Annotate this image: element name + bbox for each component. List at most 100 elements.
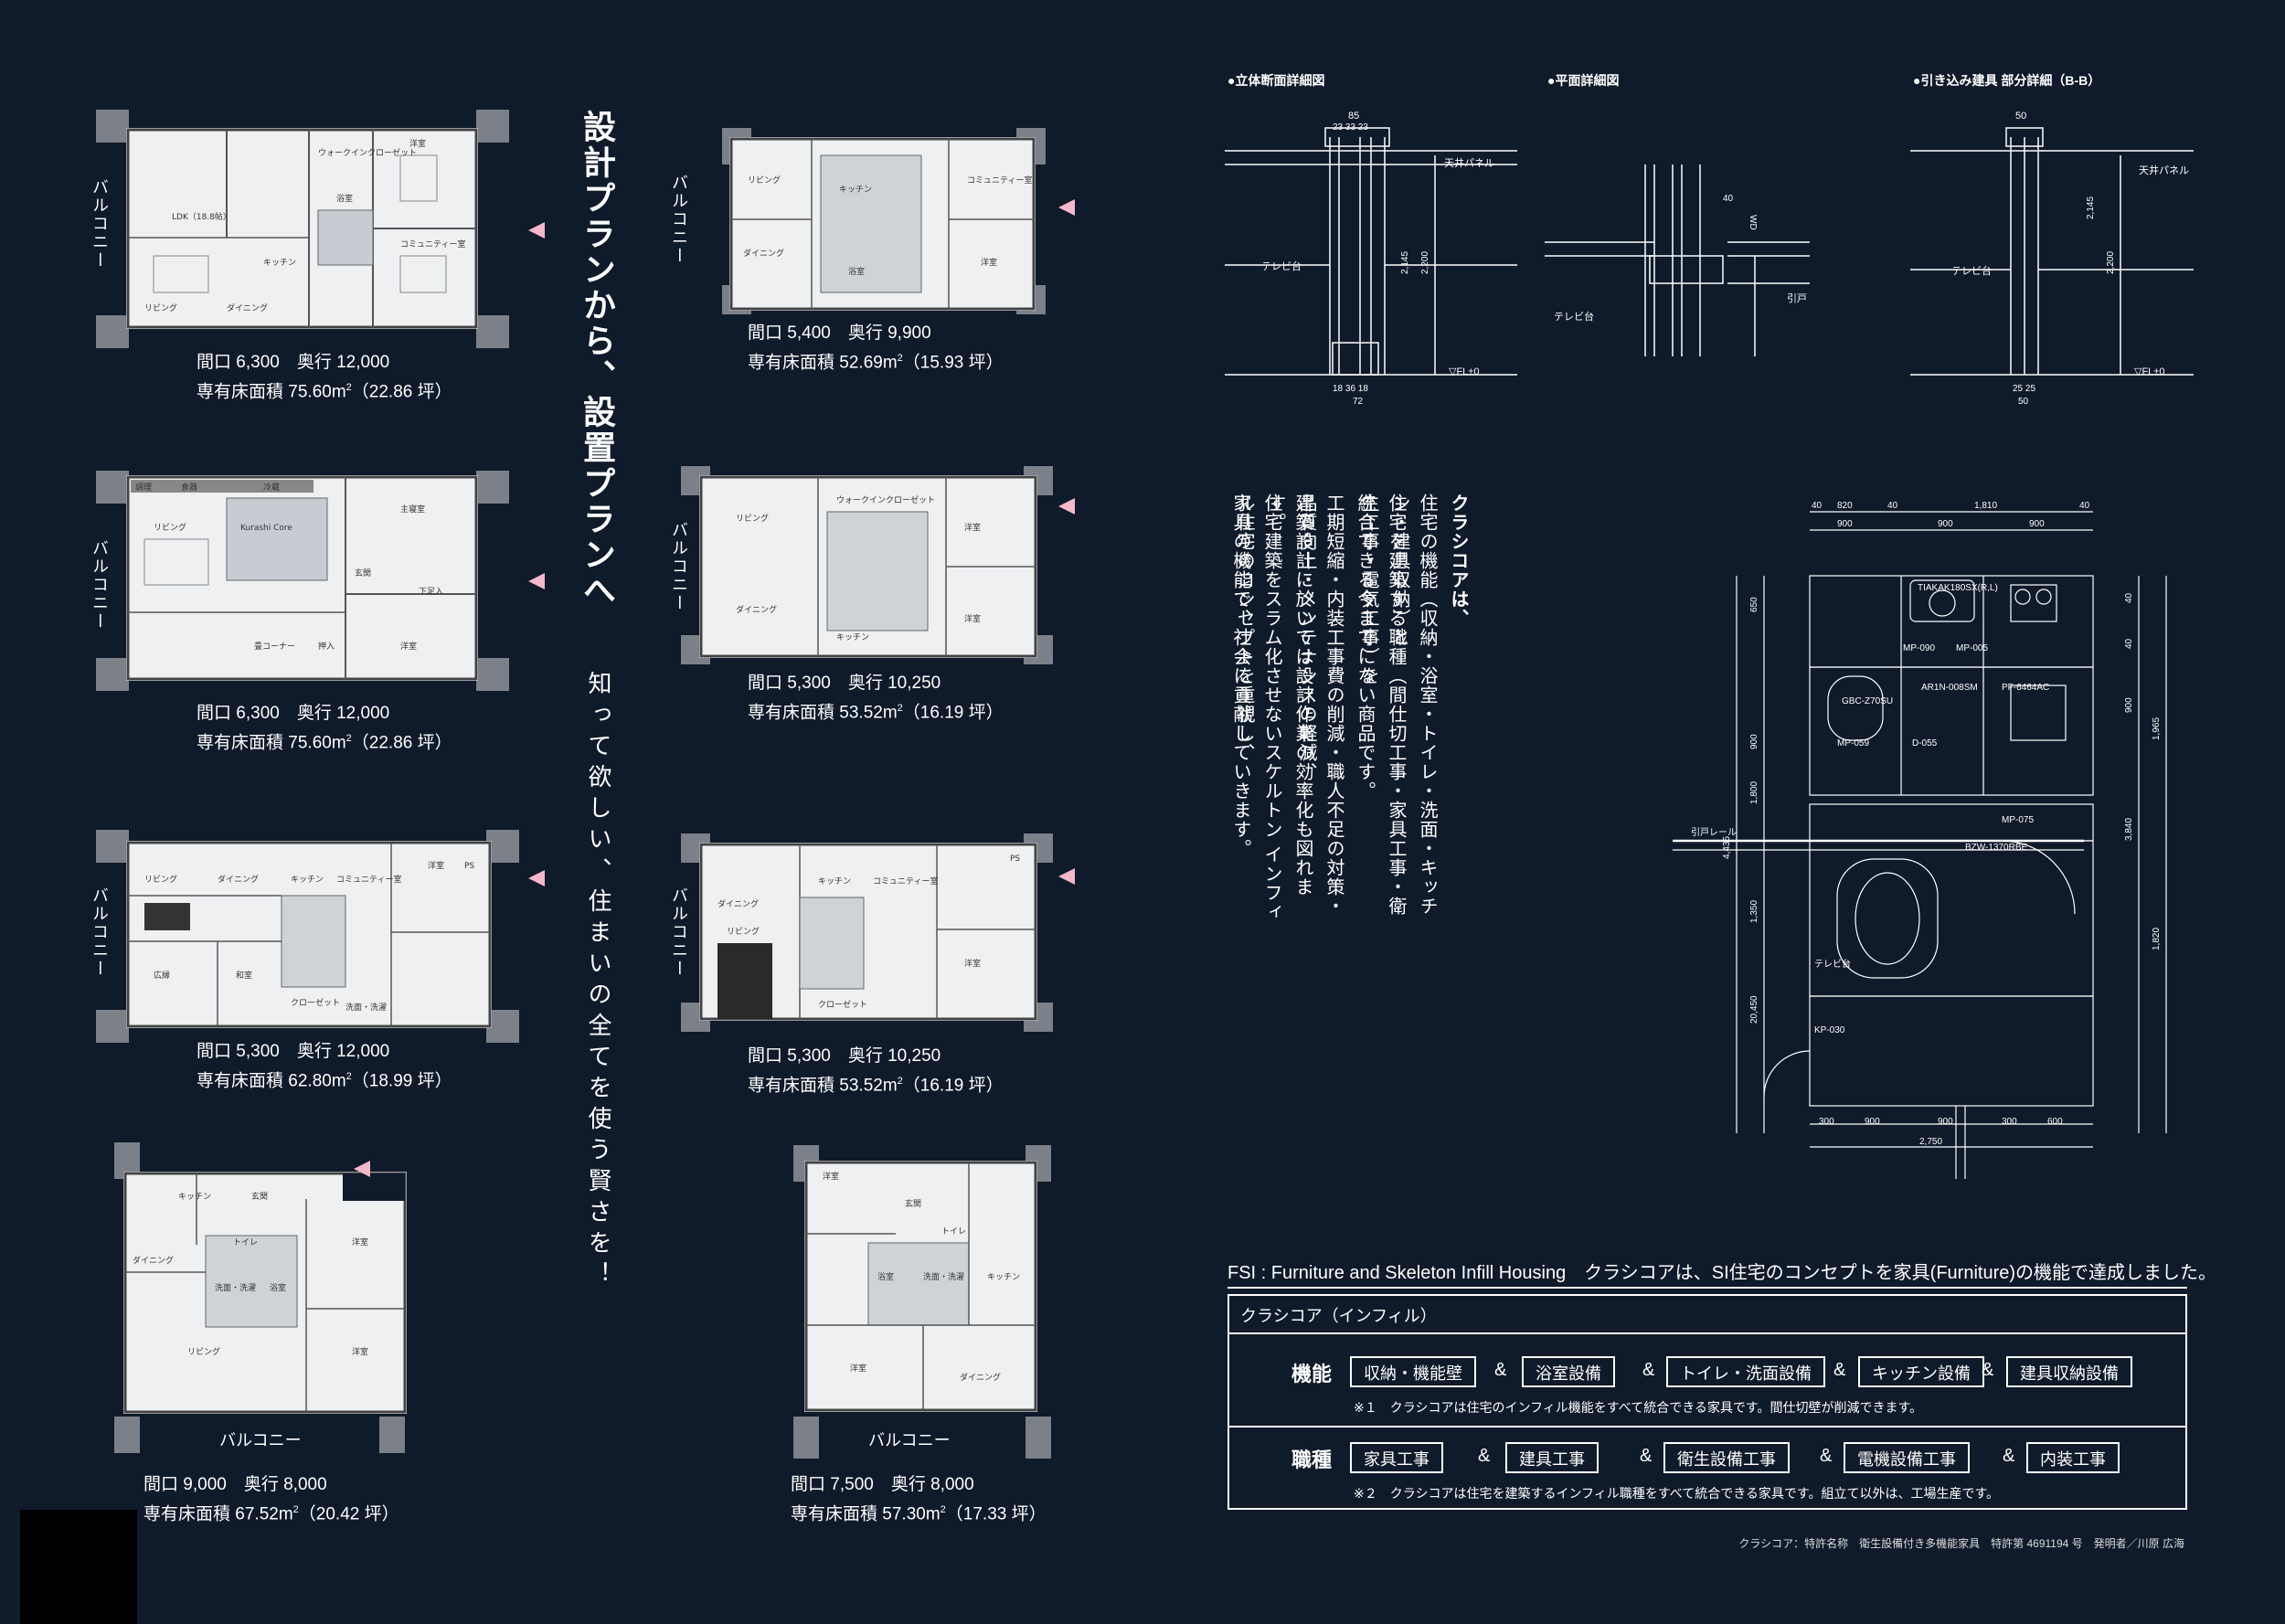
room-living: リビング <box>748 175 781 186</box>
room-kitchen: キッチン <box>818 876 851 886</box>
svg-text:900: 900 <box>1837 519 1853 529</box>
ceiling-panel-label: 天井パネル <box>1444 156 1494 169</box>
svg-text:2,750: 2,750 <box>1919 1137 1942 1147</box>
svg-text:1,810: 1,810 <box>1974 501 1997 511</box>
plan-4-dims: 間口 5,300 奥行 10,250 <box>748 674 941 693</box>
note-2: ※２ クラシコアは住宅を建築するインフィル職種をすべて統合できる家具です。組立て… <box>1354 1486 2000 1501</box>
concept-line-2: 住宅を建築する職種（間仕切工事・家具工事・衛生工事・電気工事）を <box>1358 494 1406 916</box>
pillar <box>486 830 519 863</box>
fl-label: ▽FL±0 <box>2134 366 2164 377</box>
room-kitchen: キッチン <box>839 185 872 195</box>
pillar <box>486 1010 519 1043</box>
pillar <box>114 1417 140 1453</box>
concept-block: クラシコアは、 住宅の機能（収納・浴室・トイレ・洗面・キッチン・建具収納）と 住… <box>1225 494 1472 923</box>
room-kurashi-core: Kurashi Core <box>240 524 292 533</box>
svg-text:MP-075: MP-075 <box>2002 815 2034 825</box>
svg-text:1,800: 1,800 <box>1749 781 1759 804</box>
plan-6-dims: 間口 5,300 奥行 10,250 <box>748 1046 941 1066</box>
plan-1-area: 専有床面積 75.60m2（22.86 坪） <box>197 382 452 402</box>
room-living: リビング <box>144 303 177 313</box>
plan-8-area: 専有床面積 57.30m2（17.33 坪） <box>791 1504 1047 1524</box>
pillar <box>379 1417 405 1453</box>
patent-note: クラシコア：特許名称 衛生設備付き多機能家具 特許第 4691194 号 発明者… <box>1738 1537 2184 1550</box>
room-oshiire: 押入 <box>318 641 335 652</box>
room-washroom: 洗面・洗濯 <box>923 1271 964 1282</box>
room-community: コミュニティー室 <box>400 239 465 249</box>
tv-stand-label: テレビ台 <box>1951 264 1992 277</box>
function-item-fittings: 建具収納設備 <box>2006 1356 2132 1387</box>
balcony-label: バルコニー <box>219 1431 302 1449</box>
floor-plan-4: リビング ダイニング ウォークインクローゼット キッチン 洋室 洋室 <box>699 475 1037 658</box>
entrance-arrow <box>528 222 545 239</box>
room-community: コミュニティー室 <box>873 876 938 886</box>
pillar <box>476 315 509 348</box>
room-western: 洋室 <box>400 641 417 652</box>
plan-5-dims: 間口 5,300 奥行 12,000 <box>197 1042 390 1061</box>
svg-text:MP-059: MP-059 <box>1837 738 1869 748</box>
concept-line-4: 工期短縮・内装工事費の削減・職人不足の対策・品質向上・メンテナンスの軽減、 <box>1296 494 1344 916</box>
pillar <box>793 1417 819 1459</box>
svg-text:40: 40 <box>2124 592 2134 603</box>
room-western-2: 洋室 <box>850 1363 866 1374</box>
dim-2145: 2,145 <box>1400 251 1410 274</box>
room-western: 洋室 <box>428 860 444 871</box>
trade-item-furniture: 家具工事 <box>1350 1442 1443 1473</box>
svg-text:KP-030: KP-030 <box>1814 1025 1845 1035</box>
pillar <box>476 110 509 143</box>
room-kitchen: キッチン <box>178 1192 211 1202</box>
room-main-bedroom: 主寝室 <box>400 504 425 515</box>
balcony-label: バルコニー <box>90 539 109 631</box>
dim-72: 72 <box>1353 397 1364 407</box>
room-dining: ダイニング <box>717 898 759 909</box>
svg-text:650: 650 <box>1749 597 1759 612</box>
room-kitchen: キッチン <box>836 632 869 642</box>
svg-text:MP-090: MP-090 <box>1903 643 1935 653</box>
trade-item-fittings: 建具工事 <box>1505 1442 1599 1473</box>
room-tatami: 畳コーナー <box>254 642 295 652</box>
dim-wd: WD <box>1748 215 1758 230</box>
note-1: ※１ クラシコアは住宅のインフィル機能をすべて統合できる家具です。間仕切壁が削減… <box>1354 1400 1923 1415</box>
pillar <box>476 471 509 504</box>
detail-section-1: 85 23 33 23 天井パネル テレビ台 ▽FL±0 18 36 18 72… <box>1225 101 1517 411</box>
room-kitchen: キッチン <box>291 875 324 885</box>
dim-23-33-23: 23 33 23 <box>1333 122 1368 133</box>
plan-8-dims: 間口 7,500 奥行 8,000 <box>791 1475 974 1494</box>
section-title-vertical: ●立体断面詳細図 <box>1228 73 1325 88</box>
fsi-subtitle: クラシコア（インフィル） <box>1240 1307 1437 1325</box>
ceiling-panel-label: 天井パネル <box>2139 164 2189 176</box>
plan-7-dims: 間口 9,000 奥行 8,000 <box>143 1475 327 1494</box>
svg-text:4,435: 4,435 <box>1722 836 1732 859</box>
svg-text:900: 900 <box>1749 734 1759 749</box>
svg-text:20,450: 20,450 <box>1749 995 1759 1024</box>
trade-item-interior: 内装工事 <box>2026 1442 2120 1473</box>
room-bath: 浴室 <box>848 266 865 277</box>
svg-text:3,840: 3,840 <box>2124 818 2134 841</box>
entrance-arrow <box>354 1161 370 1177</box>
room-walkin: ウォークインクローゼット <box>318 147 417 158</box>
concept-line-1: 住宅の機能（収納・浴室・トイレ・洗面・キッチン・建具収納）と <box>1389 494 1437 916</box>
concept-line-7: 家具の機能で、社会に貢献していきます。 <box>1230 494 1250 858</box>
kurashi-core-plan-drawing: 40 820 40 1,810 40 900 900 900 TIAKAK180… <box>1572 494 2194 1188</box>
svg-text:900: 900 <box>2029 519 2045 529</box>
room-community: コミュニティー室 <box>336 874 401 885</box>
room-kitchen: キッチン <box>263 258 296 268</box>
concept-line-3: 統合できる今までにない商品です。 <box>1355 494 1375 801</box>
svg-text:AR1N-008SM: AR1N-008SM <box>1921 683 1978 693</box>
floor-plan-8: 洋室 玄関 トイレ 浴室 洗面・洗濯 キッチン 洋室 ダイニング <box>804 1161 1037 1412</box>
tv-stand-label: テレビ台 <box>1261 260 1302 272</box>
fsi-table: クラシコア（インフィル） 機能 収納・機能壁 & 浴室設備 & トイレ・洗面設備… <box>1228 1294 2187 1510</box>
floor-plan-2: リビング ダイニング キッチン コミュニティー室 洋室 浴室 <box>729 137 1036 311</box>
room-western: 洋室 <box>352 1237 368 1247</box>
pillar <box>96 658 129 691</box>
room-kitchen: キッチン <box>987 1272 1020 1282</box>
dim-85: 85 <box>1348 111 1359 122</box>
concept-line-6: 住宅建築をスラム化させないスケルトン インフィル住宅のコンセプトを重視し、 <box>1234 494 1281 922</box>
floor-plan-1: LDK（18.8帖） リビング ダイニング キッチン 洋室 浴室 コミュニティー… <box>126 128 478 329</box>
floor-plan-7: キッチン 玄関 トイレ 洗面・洗濯 浴室 ダイニング リビング 洋室 洋室 <box>123 1172 407 1414</box>
room-cook: 調理 <box>135 482 152 493</box>
svg-text:40: 40 <box>2124 638 2134 649</box>
room-wide-porch: 広縁 <box>154 970 170 981</box>
svg-text:900: 900 <box>1938 519 1953 529</box>
svg-text:D-055: D-055 <box>1912 738 1938 748</box>
room-entrance: 玄関 <box>355 568 371 578</box>
